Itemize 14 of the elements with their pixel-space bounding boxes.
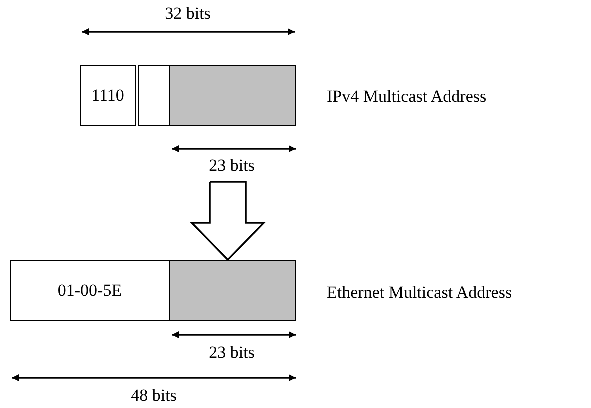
dimension-label: 32 bits	[165, 5, 211, 22]
dimension-label: 48 bits	[131, 387, 177, 404]
field-value: 1110	[92, 86, 124, 106]
dimension-label: 23 bits	[209, 344, 255, 361]
address-label: IPv4 Multicast Address	[327, 88, 487, 105]
address-field	[138, 65, 170, 126]
block-arrow	[190, 181, 266, 262]
field-value: 01-00-5E	[58, 280, 122, 300]
address-label: Ethernet Multicast Address	[327, 284, 512, 301]
address-field	[10, 260, 170, 321]
address-field	[80, 65, 136, 126]
shaded-address-field	[169, 65, 296, 126]
shaded-address-field	[169, 260, 296, 321]
dimension-label: 23 bits	[209, 157, 255, 174]
